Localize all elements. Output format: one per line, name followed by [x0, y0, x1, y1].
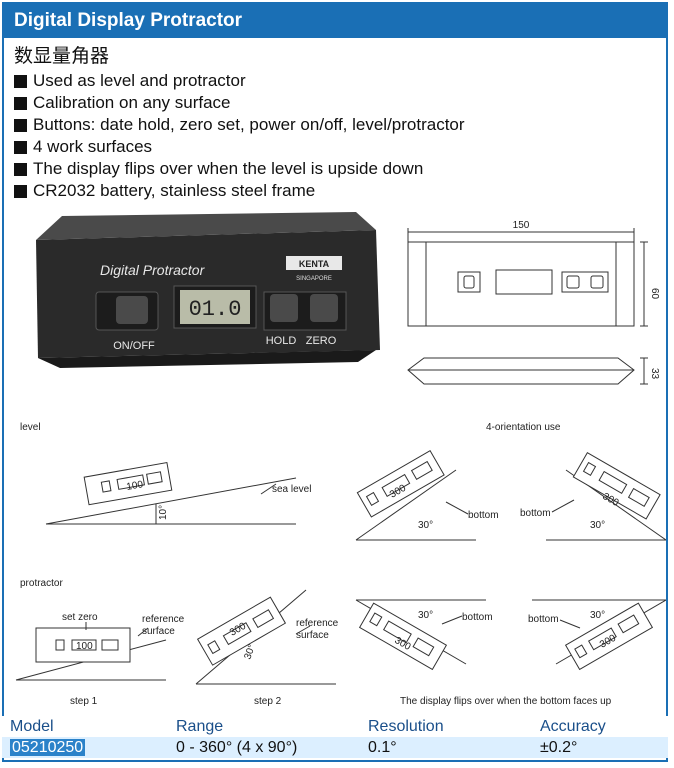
feature-text: The display flips over when the level is… — [33, 159, 424, 178]
step2-label: step 2 — [254, 696, 282, 707]
level-section-label: level — [20, 422, 41, 433]
header-resolution: Resolution — [368, 717, 444, 735]
level-reading: 100 — [126, 479, 145, 493]
orientation-diagram-2 — [546, 451, 666, 541]
surface-label-2: surface — [296, 630, 329, 641]
sea-level-label: sea level — [272, 484, 311, 495]
power-label: ON/OFF — [113, 340, 155, 352]
level-angle: 10° — [158, 505, 169, 520]
bottom-label-4: bottom — [528, 614, 559, 625]
step1-label: step 1 — [70, 696, 98, 707]
dim-depth: 33 — [649, 368, 660, 380]
angle-30-a: 30° — [418, 520, 433, 531]
square-bullet-icon — [14, 184, 27, 198]
product-illustration: Digital Protractor KENTA SINGAPORE ON/OF… — [15, 212, 666, 707]
feature-text: 4 work surfaces — [33, 137, 153, 156]
square-bullet-icon — [14, 118, 27, 132]
dim-height: 60 — [649, 288, 660, 300]
feature-item: CR2032 battery, stainless steel frame — [14, 180, 654, 202]
product-panel: Digital Display Protractor 数显量角器 Used as… — [2, 2, 668, 762]
bottom-label-3: bottom — [462, 612, 493, 623]
header-accuracy: Accuracy — [540, 717, 606, 735]
reference-label-1: reference — [142, 614, 185, 625]
spec-table-header: Model Range Resolution Accuracy — [2, 716, 668, 737]
reading-step1: 100 — [76, 641, 93, 652]
feature-item: Calibration on any surface — [14, 92, 654, 114]
page-title: Digital Display Protractor — [4, 4, 666, 38]
flip-diagram-2 — [532, 599, 666, 671]
set-zero-label: set zero — [62, 612, 98, 623]
table-row: 05210250 0 - 360° (4 x 90°) 0.1° ±0.2° — [2, 737, 668, 758]
zero-button — [310, 294, 338, 322]
flip-note: The display flips over when the bottom f… — [400, 696, 612, 707]
feature-text: CR2032 battery, stainless steel frame — [33, 181, 316, 200]
flip-diagram-1 — [355, 599, 486, 671]
protractor-step1 — [15, 622, 167, 681]
header-model: Model — [10, 717, 54, 735]
feature-list: Used as level and protractor Calibration… — [14, 70, 654, 202]
angle-30-d: 30° — [418, 610, 433, 621]
feature-text: Used as level and protractor — [33, 71, 246, 90]
surface-label-1: surface — [142, 626, 175, 637]
feature-item: Buttons: date hold, zero set, power on/o… — [14, 114, 654, 136]
feature-text: Buttons: date hold, zero set, power on/o… — [33, 115, 465, 134]
chinese-title: 数显量角器 — [14, 45, 110, 67]
protractor-step2 — [195, 589, 336, 685]
bottom-label-2: bottom — [520, 508, 551, 519]
reference-label-2: reference — [296, 618, 339, 629]
angle-30-b: 30° — [590, 520, 605, 531]
lcd-reading: 01.0 — [189, 297, 242, 322]
orientation-section-label: 4-orientation use — [486, 422, 561, 433]
header-range: Range — [176, 717, 224, 735]
device-photo: Digital Protractor KENTA SINGAPORE ON/OF… — [36, 212, 380, 368]
spec-table: Model Range Resolution Accuracy 05210250… — [2, 716, 668, 758]
feature-item: The display flips over when the level is… — [14, 158, 654, 180]
square-bullet-icon — [14, 162, 27, 176]
brand-logo — [286, 256, 342, 270]
model-number: 05210250 — [10, 738, 86, 756]
orientation-diagram-1 — [355, 449, 476, 541]
feature-item: Used as level and protractor — [14, 70, 654, 92]
feature-text: Calibration on any surface — [33, 93, 231, 112]
feature-section: 数显量角器 Used as level and protractor Calib… — [14, 44, 654, 202]
square-bullet-icon — [14, 96, 27, 110]
dimension-drawing — [407, 228, 648, 385]
accuracy-value: ±0.2° — [540, 738, 578, 756]
level-diagram — [45, 461, 297, 525]
resolution-value: 0.1° — [368, 738, 397, 756]
bottom-label-1: bottom — [468, 510, 499, 521]
angle-30-e: 30° — [590, 610, 605, 621]
protractor-section-label: protractor — [20, 578, 63, 589]
angle-30-c: 30° — [242, 643, 258, 661]
zero-label: ZERO — [306, 335, 337, 347]
hold-button — [270, 294, 298, 322]
device-name: Digital Protractor — [100, 262, 206, 278]
lcd-display — [180, 290, 250, 324]
dim-length: 150 — [513, 220, 530, 231]
brand-sub: SINGAPORE — [296, 276, 332, 282]
hold-label: HOLD — [266, 335, 297, 347]
power-button — [116, 296, 148, 324]
square-bullet-icon — [14, 140, 27, 154]
feature-item: 4 work surfaces — [14, 136, 654, 158]
range-value: 0 - 360° (4 x 90°) — [176, 738, 298, 756]
square-bullet-icon — [14, 74, 27, 88]
brand-name: KENTA — [299, 259, 330, 269]
